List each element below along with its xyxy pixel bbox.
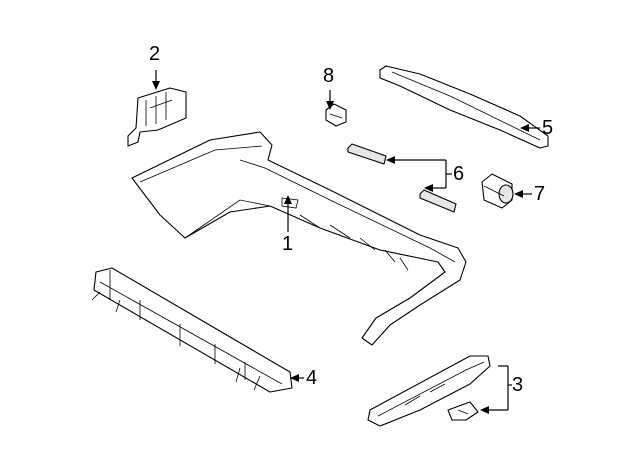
park-sensor-icon xyxy=(481,173,514,209)
mounting-bracket-icon xyxy=(127,87,187,147)
clip-icon xyxy=(325,103,347,127)
callout-7: 7 xyxy=(534,183,546,205)
step-pad-icon xyxy=(367,355,491,427)
callout-4: 4 xyxy=(306,367,318,389)
callout-5: 5 xyxy=(542,117,554,139)
callout-2: 2 xyxy=(149,43,161,65)
upper-trim-strip-icon xyxy=(379,65,549,149)
callout-1: 1 xyxy=(282,233,294,255)
leader-lines xyxy=(152,70,540,414)
impact-bar-icon xyxy=(91,267,293,393)
callout-6: 6 xyxy=(453,163,465,185)
bumper-cover-icon xyxy=(131,131,467,346)
callout-8: 8 xyxy=(323,65,335,87)
reflector-icon xyxy=(347,143,457,213)
callout-3: 3 xyxy=(512,374,524,396)
